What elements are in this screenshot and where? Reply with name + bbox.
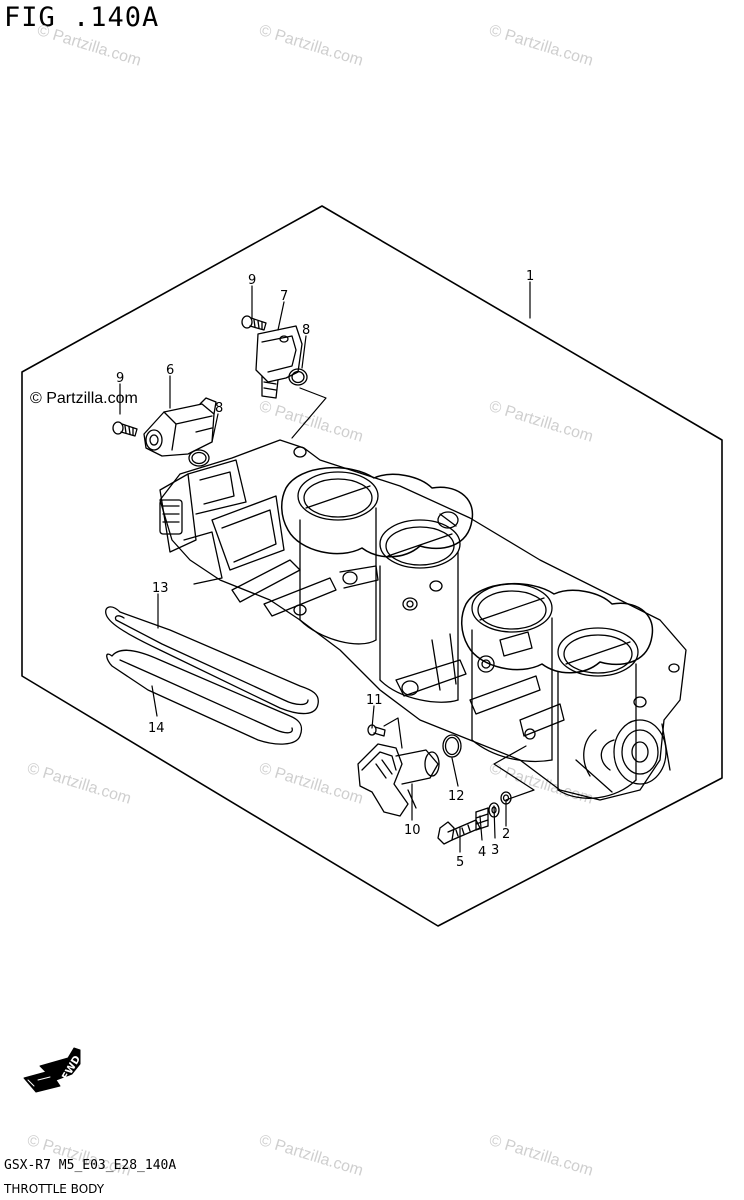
bore-2 xyxy=(379,519,461,569)
sensor-7 xyxy=(255,325,303,399)
callouts: 1 2 3 4 5 6 7 8 8 9 9 10 11 12 13 14 xyxy=(116,269,534,870)
sensor-6 xyxy=(143,397,217,457)
callout-6: 6 xyxy=(166,363,174,378)
diagram-code: GSX-R7 M5_E03_E28_140A xyxy=(4,1158,177,1173)
bolt-5 xyxy=(437,819,481,845)
screw-upper xyxy=(241,315,267,331)
fwd-arrow-icon: FWD xyxy=(23,1047,83,1093)
seal-14-inner xyxy=(119,659,293,734)
washer-3 xyxy=(488,802,500,818)
o-ring-lower xyxy=(188,449,210,467)
callout-1: 1 xyxy=(526,269,534,284)
callout-7: 7 xyxy=(280,289,288,304)
spring-4 xyxy=(475,807,489,831)
figure-title: FIG .140A xyxy=(4,2,160,33)
callout-4: 4 xyxy=(478,845,486,860)
sensor-10 xyxy=(357,743,440,817)
leader-lines xyxy=(119,281,535,853)
o-ring-lower-inner xyxy=(191,451,207,465)
seal-14 xyxy=(106,649,303,745)
callout-9-upper: 9 xyxy=(248,273,256,288)
bore-4 xyxy=(557,627,639,677)
bore-3 xyxy=(471,583,553,633)
throttle-pulley xyxy=(613,719,667,785)
callout-10: 10 xyxy=(404,823,421,838)
callout-11: 11 xyxy=(366,693,383,708)
callout-8-upper: 8 xyxy=(302,323,310,338)
callout-13: 13 xyxy=(152,581,169,596)
seal-13 xyxy=(105,606,319,715)
throttle-body xyxy=(159,439,687,801)
screw-lower xyxy=(112,421,138,437)
callout-5: 5 xyxy=(456,855,464,870)
callout-14: 14 xyxy=(148,721,165,736)
diagram-name: THROTTLE BODY xyxy=(4,1182,105,1196)
bore-1 xyxy=(297,471,379,521)
assembly-outline xyxy=(21,205,723,927)
callout-3: 3 xyxy=(491,843,499,858)
o-ring-12 xyxy=(442,734,462,758)
o-ring-upper-inner xyxy=(291,370,305,384)
callout-9-lower: 9 xyxy=(116,371,124,386)
screw-11 xyxy=(367,724,386,737)
copyright-notice: © Partzilla.com xyxy=(30,390,138,407)
o-ring-12-inner xyxy=(444,736,460,756)
callout-8-lower: 8 xyxy=(215,401,223,416)
ring-2 xyxy=(500,791,512,805)
callout-12: 12 xyxy=(448,789,465,804)
seal-13-inner xyxy=(114,615,309,706)
callout-2: 2 xyxy=(502,827,510,842)
